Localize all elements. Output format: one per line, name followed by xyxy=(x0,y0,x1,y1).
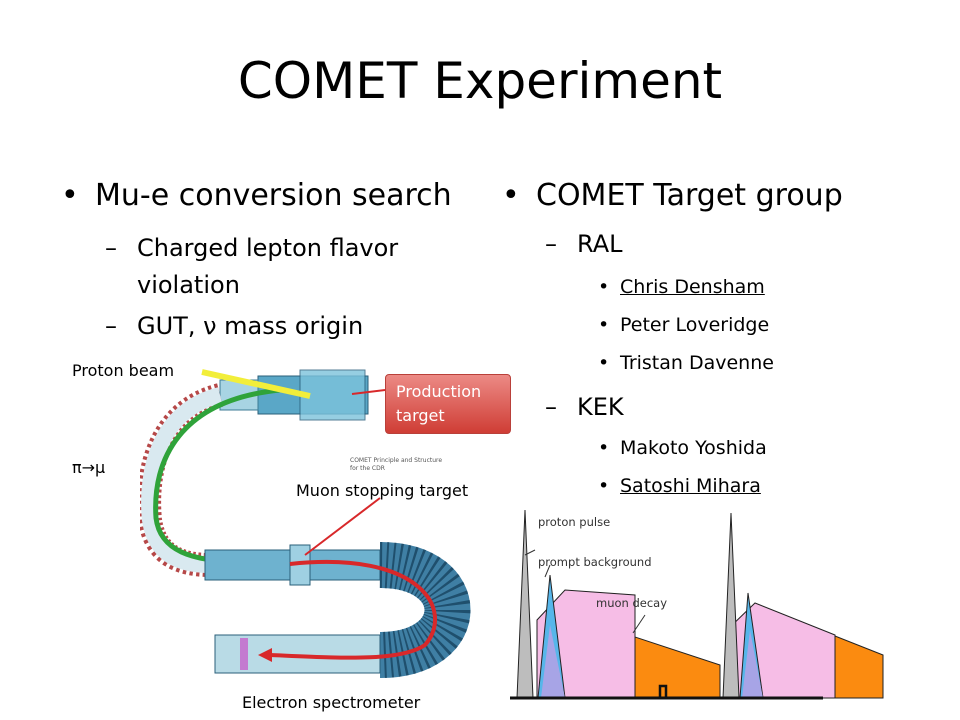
member-tristan-davenne: Tristan Davenne xyxy=(598,352,774,374)
group-ral: RAL xyxy=(545,230,622,258)
purple-overlap-1 xyxy=(541,625,565,698)
group-kek: KEK xyxy=(545,393,623,421)
beamline-diagram: COMET Principle and Structure for the CD… xyxy=(140,369,471,678)
timing-diagram xyxy=(510,509,884,700)
muon-stopping-target-label: Muon stopping target xyxy=(296,481,469,500)
orange-region-2 xyxy=(834,635,884,699)
svg-text:for the CDR: for the CDR xyxy=(350,465,385,472)
muon-beam-path xyxy=(153,387,281,565)
prompt-background-label: prompt background xyxy=(538,555,652,569)
proton-pulse-label: proton pulse xyxy=(538,515,611,529)
svg-text:COMET Principle and Structure: COMET Principle and Structure xyxy=(350,457,442,464)
detector-section xyxy=(214,634,381,674)
member-makoto-yoshida: Makoto Yoshida xyxy=(598,437,767,459)
proton-beam-label: Proton beam xyxy=(72,361,175,380)
orange-region-1 xyxy=(634,636,721,699)
muon-decay-label: muon decay xyxy=(596,596,668,610)
member-peter-loveridge: Peter Loveridge xyxy=(598,314,769,336)
pion-muon-label: π→μ xyxy=(72,458,106,477)
electron-path xyxy=(269,560,437,660)
gray-peak-1 xyxy=(516,509,534,699)
slide-title: COMET Experiment xyxy=(237,52,723,110)
bullet-target-group: COMET Target group xyxy=(502,178,843,213)
purple-overlap-2 xyxy=(742,630,763,698)
production-target-tag: Production target xyxy=(385,374,511,434)
electron-spectrometer-label: Electron spectrometer xyxy=(242,693,421,712)
member-satoshi-mihara: Satoshi Mihara xyxy=(598,475,761,497)
sub-bullet-clfv: Charged lepton flavor violation xyxy=(105,230,437,304)
gray-peak-2 xyxy=(722,512,740,699)
proton-beam-line xyxy=(201,369,311,399)
sub-bullet-gut: GUT, ν mass origin xyxy=(105,312,363,340)
bullet-mu-e: Mu-e conversion search xyxy=(61,178,452,213)
member-chris-densham: Chris Densham xyxy=(598,276,765,298)
